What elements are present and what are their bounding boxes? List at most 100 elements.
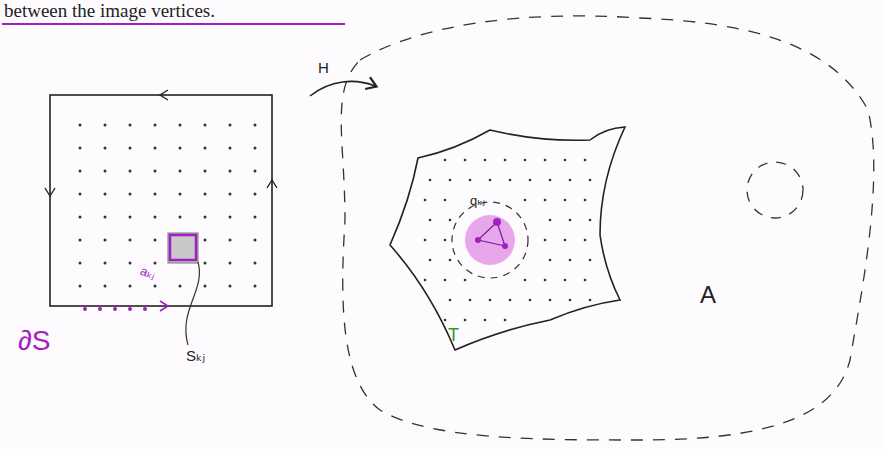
grid-dot [254,147,257,150]
grid-dot [489,299,492,302]
grid-dot [129,193,132,196]
grid-dot [229,262,232,265]
grid-dot [229,285,232,288]
grid-dot [179,193,182,196]
grid-dot [444,319,447,322]
grid-dot [584,199,587,202]
region-name: T [448,326,459,346]
grid-dot [204,147,207,150]
grid-dot [254,262,257,265]
grid-dot [154,262,157,265]
grid-dot [104,193,107,196]
grid-dot [129,262,132,265]
grid-dot [549,259,552,262]
grid-dot [569,299,572,302]
region-outline [341,16,874,440]
grid-dot [469,299,472,302]
grid-dot [524,159,527,162]
grid-dot [254,124,257,127]
image-cell [465,215,515,265]
grid-dot [129,147,132,150]
grid-dot [504,159,507,162]
grid-dot [449,259,452,262]
grid-dot [204,216,207,219]
grid-dot [444,199,447,202]
grid-dot [564,159,567,162]
grid-dot [79,285,82,288]
domain-square [50,95,272,306]
grid-dot [449,299,452,302]
grid-dot [179,285,182,288]
grid-dot [129,124,132,127]
grid-dot [129,170,132,173]
region-name: A [700,282,716,308]
grid-dot [229,147,232,150]
grid-dot [79,216,82,219]
grid-dot [524,199,527,202]
grid-dot [544,159,547,162]
cell-name: aₖⱼ [138,264,157,283]
grid-dot [489,179,492,182]
grid-dot [154,147,157,150]
grid-dot [254,170,257,173]
boundary-name: ∂S [18,326,51,357]
grid-dot [524,279,527,282]
cell-boundary [170,235,196,260]
grid-dot [104,285,107,288]
grid-dot [484,319,487,322]
grid-dot [529,299,532,302]
grid-dot [204,262,207,265]
grid-dot [229,193,232,196]
grid-dot [589,219,592,222]
grid-dot [79,193,82,196]
grid-dot [424,199,427,202]
grid-dot [564,239,567,242]
grid-dot [429,179,432,182]
grid-dot [229,239,232,242]
grid-dot [179,170,182,173]
grid-dot [509,179,512,182]
grid-dot [154,216,157,219]
grid-dot [569,179,572,182]
grid-dot [544,199,547,202]
grid-dot [254,193,257,196]
grid-dot [584,279,587,282]
cell-name: Sₖⱼ [186,348,205,365]
grid-dot [104,147,107,150]
grid-dot [154,239,157,242]
grid-dot [179,124,182,127]
grid-dot [469,179,472,182]
grid-dot [424,239,427,242]
underline [2,23,345,25]
grid-dot [254,239,257,242]
grid-dot [129,216,132,219]
grid-dot [429,259,432,262]
grid-dot [229,170,232,173]
caption-fragment: between the image vertices. [4,1,215,22]
grid-dot [584,239,587,242]
grid-dot [154,170,157,173]
grid-dot [229,216,232,219]
map-name: H [318,60,329,77]
grid-dot [464,159,467,162]
grid-dot [229,124,232,127]
grid-dot [464,319,467,322]
grid-dot [204,170,207,173]
grid-dot [589,179,592,182]
grid-dot [79,170,82,173]
grid-dot [509,299,512,302]
grid-dot [204,239,207,242]
grid-dot [154,124,157,127]
grid-dot [584,159,587,162]
grid-dot [484,159,487,162]
grid-dot [564,199,567,202]
grid-dot [204,285,207,288]
grid-dot [104,216,107,219]
grid-dot [449,179,452,182]
grid-dot [129,239,132,242]
grid-dot [444,279,447,282]
grid-dot [104,170,107,173]
grid-dot [449,219,452,222]
grid-dot [154,285,157,288]
